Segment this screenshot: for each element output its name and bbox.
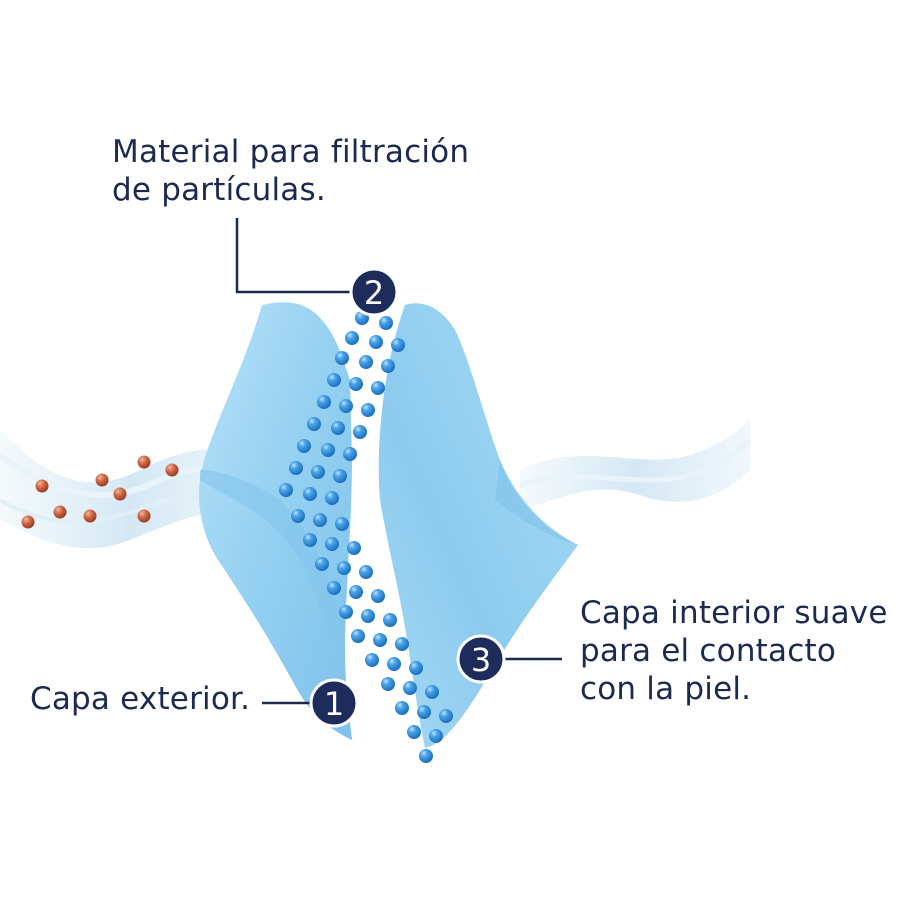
filter-bead [307, 417, 321, 431]
pollutant-particle [165, 463, 179, 477]
pollutant-particle [35, 479, 49, 493]
pollutant-particle [95, 473, 109, 487]
filter-bead [339, 605, 353, 619]
pollutant-particle [113, 487, 127, 501]
filtration-material-label-line2: de partículas. [112, 172, 326, 208]
filter-bead [361, 609, 375, 623]
filter-bead [403, 681, 417, 695]
filtration-material-label: Material para filtración de partículas. [112, 133, 469, 209]
filter-bead [339, 399, 353, 413]
filter-bead [359, 355, 373, 369]
filter-bead [347, 541, 361, 555]
filter-bead [371, 381, 385, 395]
filter-bead [327, 581, 341, 595]
filter-bead [409, 661, 423, 675]
filter-bead [331, 421, 345, 435]
pollutant-particle [137, 509, 151, 523]
filter-bead [291, 509, 305, 523]
badge-2: 2 [349, 267, 399, 317]
filter-bead [429, 729, 443, 743]
outer-layer-label-line1: Capa exterior. [30, 681, 251, 717]
filter-bead [381, 677, 395, 691]
badge-1: 1 [309, 678, 359, 728]
filter-bead [321, 443, 335, 457]
filter-bead [345, 331, 359, 345]
filter-bead [395, 637, 409, 651]
filter-bead [315, 557, 329, 571]
filter-bead [337, 561, 351, 575]
filter-bead [333, 469, 347, 483]
filter-bead [371, 589, 385, 603]
filter-bead [359, 565, 373, 579]
badge-3: 3 [456, 634, 506, 684]
filter-bead [369, 335, 383, 349]
pollutant-particle [137, 455, 151, 469]
filter-bead [353, 425, 367, 439]
leader-line-2 [235, 218, 352, 294]
inner-layer-label-line2: para el contacto [580, 633, 836, 669]
filter-bead [439, 709, 453, 723]
filtration-material-label-line1: Material para filtración [112, 134, 470, 170]
leader-lines [235, 218, 562, 705]
filter-bead [297, 439, 311, 453]
pollutant-particle [53, 505, 67, 519]
filter-bead [365, 653, 379, 667]
filter-bead [335, 351, 349, 365]
filter-bead [387, 657, 401, 671]
airflow-waves [0, 420, 752, 549]
filter-bead [289, 461, 303, 475]
filter-bead [395, 701, 409, 715]
inner-layer-label-line3: con la piel. [580, 671, 752, 707]
filter-bead [407, 725, 421, 739]
outer-layer-label: Capa exterior. [30, 680, 250, 718]
badge-3-number: 3 [471, 641, 491, 679]
filter-bead [349, 377, 363, 391]
filter-bead [351, 629, 365, 643]
filter-bead [349, 585, 363, 599]
inner-layer-label: Capa interior suave para el contacto con… [580, 594, 888, 708]
filter-bead [279, 483, 293, 497]
filter-bead [325, 537, 339, 551]
filter-bead [425, 685, 439, 699]
filter-bead [391, 338, 405, 352]
inner-layer-label-line1: Capa interior suave [580, 595, 888, 631]
pollutant-particle [21, 515, 35, 529]
filter-bead [383, 613, 397, 627]
filter-bead [373, 633, 387, 647]
filter-bead [327, 373, 341, 387]
filter-bead [379, 316, 393, 330]
filter-bead [419, 749, 433, 763]
filter-bead [381, 359, 395, 373]
filter-bead [317, 395, 331, 409]
filter-bead [343, 447, 357, 461]
filter-bead [303, 487, 317, 501]
filter-bead [325, 491, 339, 505]
filter-bead [313, 513, 327, 527]
filter-bead [361, 403, 375, 417]
filter-bead [303, 533, 317, 547]
pollutant-particle [83, 509, 97, 523]
badge-1-number: 1 [324, 685, 344, 723]
filter-beads [279, 311, 453, 763]
filter-bead [311, 465, 325, 479]
pollutant-particles [21, 455, 179, 529]
inner-layer [378, 303, 578, 748]
filter-bead [335, 517, 349, 531]
filter-bead [417, 705, 431, 719]
badge-2-number: 2 [364, 274, 384, 312]
